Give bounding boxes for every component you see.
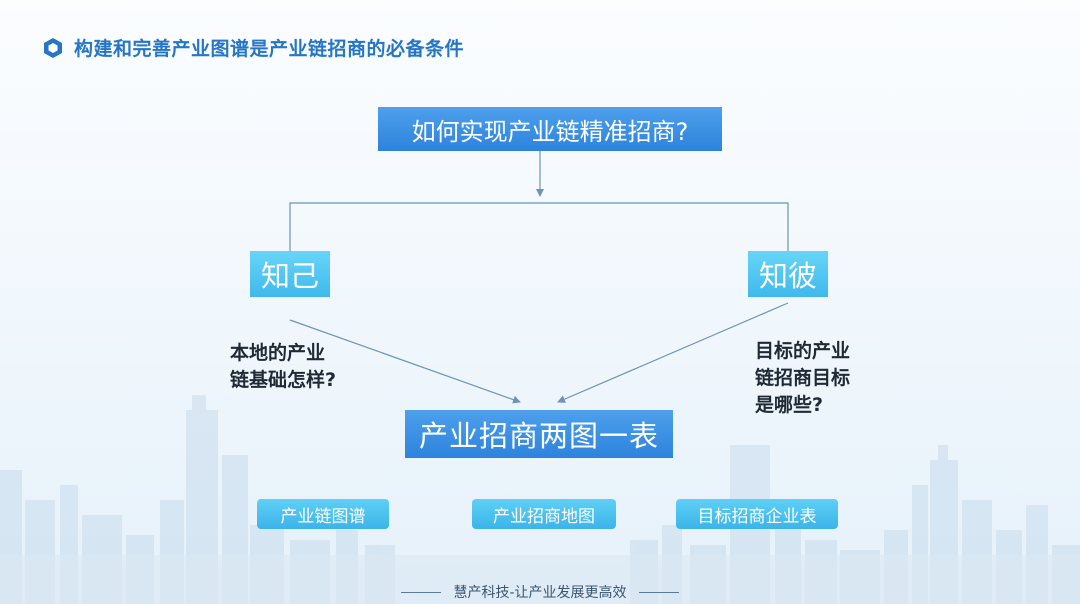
left-note: 本地的产业 链基础怎样? [230, 340, 370, 394]
center-box: 产业招商两图一表 [405, 410, 673, 458]
left-note-line: 本地的产业 [230, 342, 326, 364]
branch-connector [289, 202, 789, 251]
footer-slogan: 慧产科技-让产业发展更高效 [453, 585, 627, 601]
know-other-box: 知彼 [748, 251, 828, 297]
right-note-line: 是哪些? [755, 394, 824, 416]
tag-target-list: 目标招商企业表 [676, 499, 838, 529]
footer: 慧产科技-让产业发展更高效 [0, 582, 1080, 602]
question-box: 如何实现产业链精准招商? [378, 107, 722, 151]
right-note-line: 链招商目标 [755, 367, 851, 389]
right-arrow [557, 302, 789, 403]
tag-investment-map: 产业招商地图 [472, 499, 616, 529]
page-title: 构建和完善产业图谱是产业链招商的必备条件 [74, 38, 465, 60]
footer-divider-right [638, 591, 679, 593]
tag-industry-map: 产业链图谱 [257, 499, 389, 529]
right-note-line: 目标的产业 [755, 340, 851, 362]
hexagon-icon [44, 37, 62, 58]
right-note: 目标的产业 链招商目标 是哪些? [755, 338, 885, 419]
page-title-row: 构建和完善产业图谱是产业链招商的必备条件 [42, 34, 464, 61]
left-note-line: 链基础怎样? [230, 369, 337, 391]
footer-divider-left [401, 591, 442, 593]
know-self-box: 知己 [250, 251, 330, 297]
left-arrow [289, 319, 521, 404]
